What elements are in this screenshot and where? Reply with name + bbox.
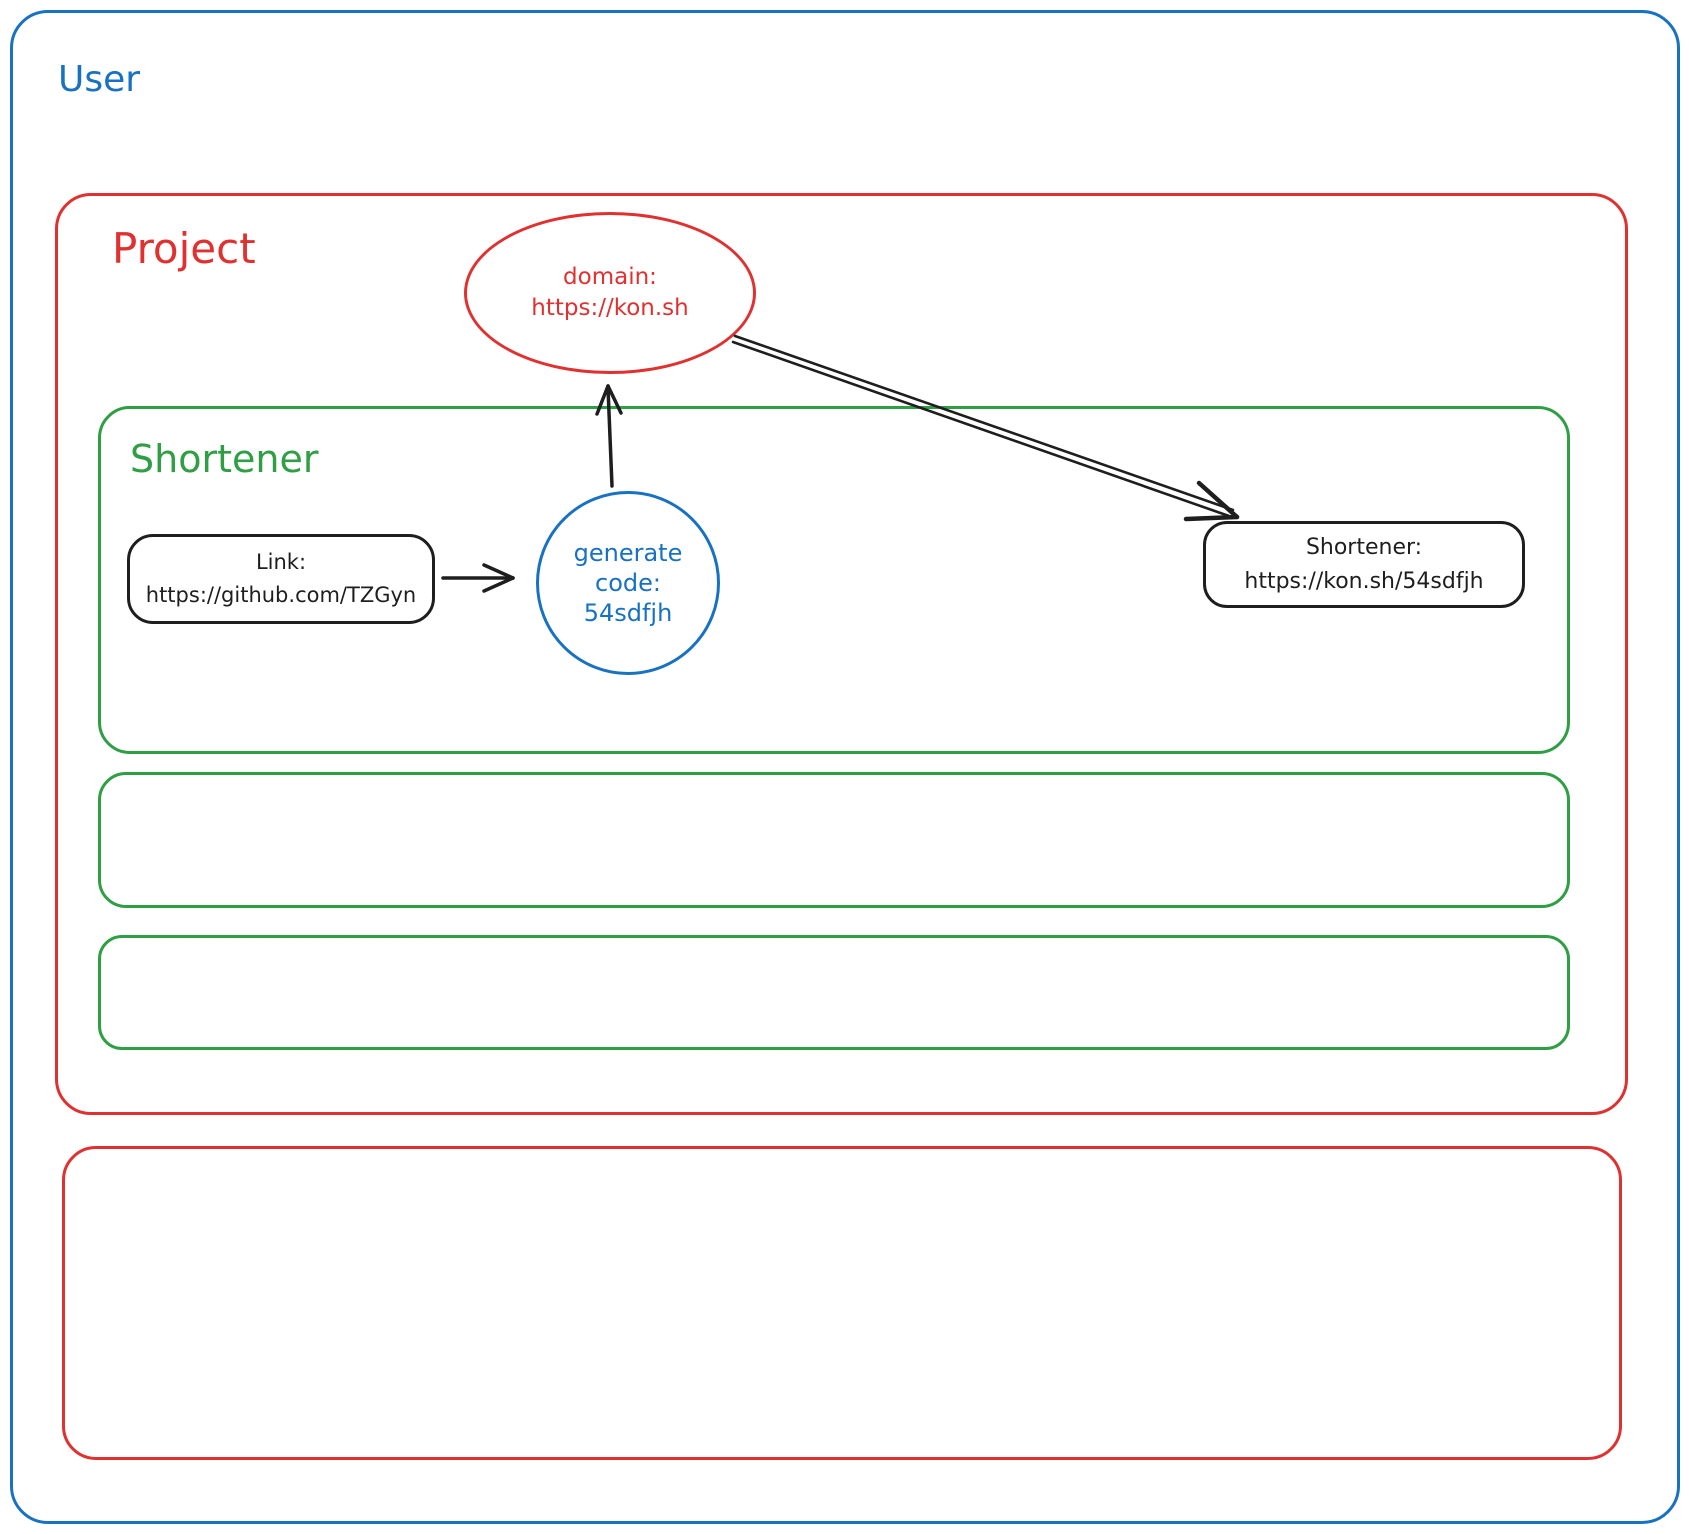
project-label: Project: [112, 224, 256, 273]
generate-code-line-2: code:: [595, 569, 661, 597]
user-label: User: [58, 59, 141, 100]
shortened-url-node: Shortener: https://kon.sh/54sdfjh: [1203, 521, 1525, 608]
empty-green-row-2: [98, 935, 1570, 1050]
empty-red-panel: [62, 1146, 1622, 1460]
link-node-line-2: https://github.com/TZGyn: [145, 583, 417, 607]
user-container: [10, 10, 1680, 1524]
domain-node-line-1: domain:: [563, 264, 657, 290]
generate-code-line-3: 54sdfjh: [583, 599, 673, 627]
generate-code-line-1: generate: [573, 539, 683, 567]
domain-node-line-2: https://kon.sh: [531, 295, 689, 321]
shortened-url-line-1: Shortener:: [1305, 534, 1423, 560]
link-node-line-1: Link:: [255, 550, 307, 574]
domain-node: domain: https://kon.sh: [464, 212, 756, 374]
generate-code-node: generate code: 54sdfjh: [536, 491, 720, 675]
empty-green-row-1: [98, 772, 1570, 908]
link-node: Link: https://github.com/TZGyn: [127, 534, 435, 624]
project-container: [55, 193, 1628, 1115]
shortener-label: Shortener: [130, 437, 319, 481]
shortened-url-line-2: https://kon.sh/54sdfjh: [1244, 568, 1484, 594]
